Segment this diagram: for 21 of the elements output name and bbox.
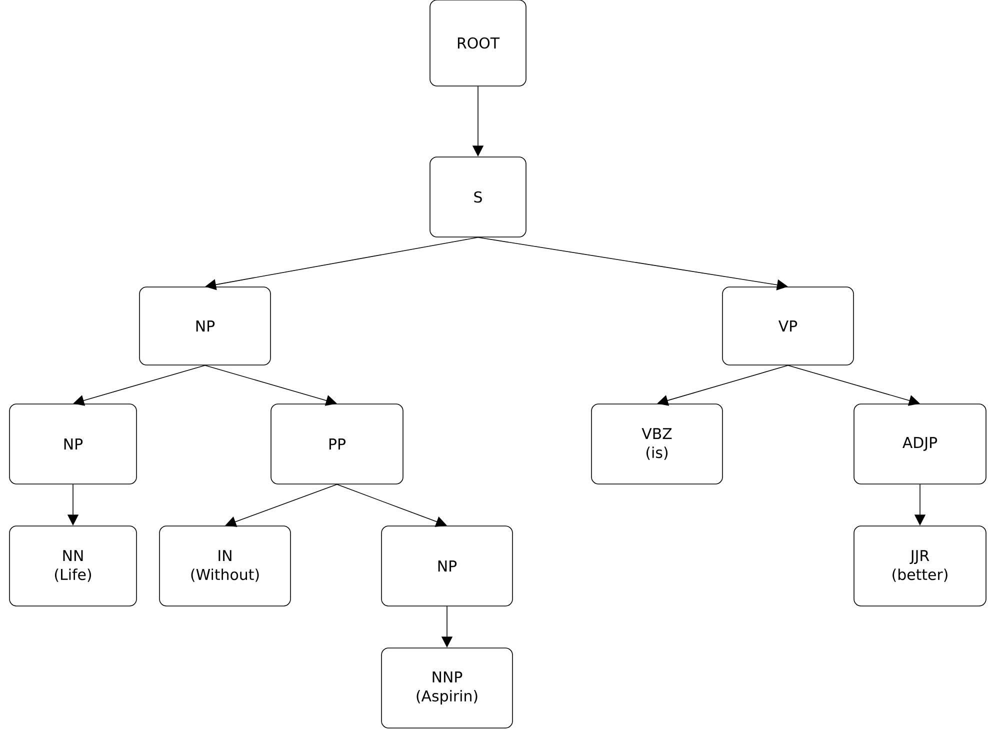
tree-node-box: NP xyxy=(381,526,513,606)
tree-node-box: NP xyxy=(9,404,137,484)
tree-node-box: NN (Life) xyxy=(9,526,137,606)
tree-node-box: VBZ (is) xyxy=(591,404,723,484)
tree-node-box: ADJP xyxy=(854,404,986,484)
tree-node-box: PP xyxy=(270,404,404,484)
tree-node-box: IN (Without) xyxy=(159,526,291,606)
arrow xyxy=(478,237,788,290)
tree-node-box: VP xyxy=(722,286,854,366)
arrow xyxy=(336,484,447,527)
arrow xyxy=(73,365,206,406)
tree-node-box: JJR (better) xyxy=(854,526,986,606)
arrow xyxy=(788,365,920,406)
arrow xyxy=(225,484,338,528)
arrow xyxy=(657,365,788,406)
arrow xyxy=(205,237,478,290)
tree-node-box: ROOT xyxy=(430,0,526,86)
tree-node-box: NNP (Aspirin) xyxy=(381,648,513,728)
arrow xyxy=(204,365,337,406)
tree-node-box: NP xyxy=(139,286,271,366)
tree-node-box: S xyxy=(430,156,526,238)
